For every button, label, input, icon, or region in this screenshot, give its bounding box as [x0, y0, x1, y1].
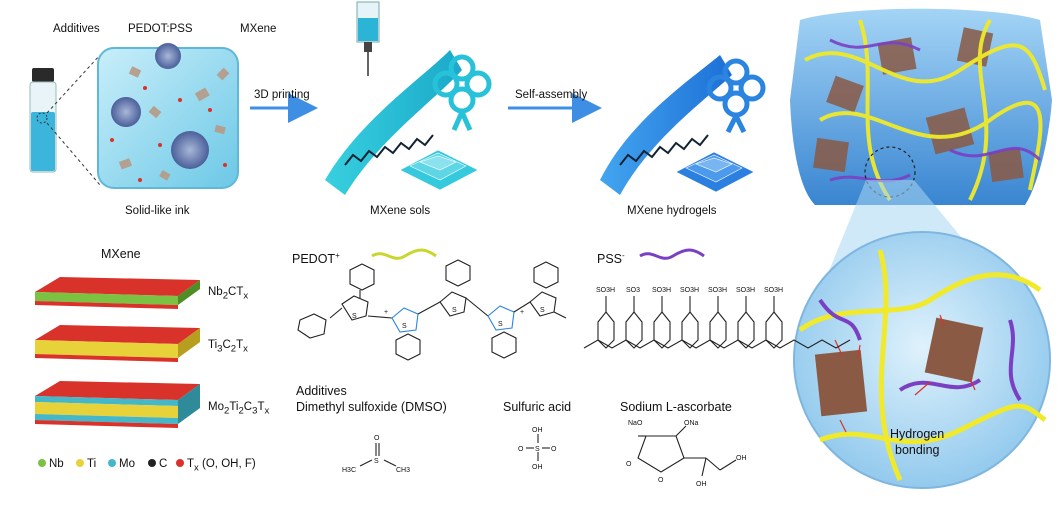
legend-ti: Ti: [87, 458, 97, 470]
svg-text:OH: OH: [736, 455, 747, 462]
svg-text:O: O: [551, 446, 557, 453]
svg-text:SO3: SO3: [626, 287, 640, 294]
mxene-panel-title: MXene: [101, 247, 141, 261]
svg-text:NaO: NaO: [628, 420, 643, 427]
svg-text:SO3H: SO3H: [596, 287, 615, 294]
additive-ascorbate-name: Sodium L-ascorbate: [620, 400, 732, 414]
legend-nb: Nb: [49, 458, 64, 470]
svg-text:O: O: [374, 435, 380, 442]
svg-text:SO3H: SO3H: [736, 287, 755, 294]
dmso-structure: O S H3C CH3: [342, 435, 410, 474]
solid-ink-label: Solid-like ink: [125, 205, 190, 217]
sulfuric-acid-structure: OH O S O OH: [518, 427, 557, 471]
pss-sulfonate-labels: SO3H SO3 SO3H SO3H SO3H SO3H SO3H: [596, 287, 783, 294]
svg-text:SO3H: SO3H: [708, 287, 727, 294]
svg-text:O: O: [658, 477, 664, 484]
svg-text:OH: OH: [532, 464, 543, 471]
additive-sulfuric-name: Sulfuric acid: [503, 400, 572, 414]
mxene-ink-label: MXene: [240, 23, 277, 35]
hydrogels-label: MXene hydrogels: [627, 205, 717, 217]
svg-text:OH: OH: [696, 481, 707, 488]
svg-text:S: S: [402, 323, 407, 330]
legend-mo: Mo: [119, 458, 135, 470]
pedot-label: PEDOT+: [292, 251, 340, 267]
mxene-layer-ti3c2tx: [35, 325, 200, 362]
mxene-sol-pyramid: [399, 149, 479, 191]
hydrogel-network-block: [790, 8, 1052, 205]
svg-text:SO3H: SO3H: [652, 287, 671, 294]
formula-mo2ti2c3tx: Mo2Ti2C3Tx: [208, 401, 270, 417]
svg-text:S: S: [374, 458, 379, 465]
hydrogen-bonding-line2: bonding: [895, 443, 940, 457]
mxene-layer-nb2ctx: [35, 277, 200, 309]
svg-text:S: S: [498, 321, 503, 328]
additive-dmso-name: Dimethyl sulfoxide (DMSO): [296, 400, 447, 414]
legend-tx: Tx (O, OH, F): [187, 458, 256, 474]
pedot-legend-line: [371, 248, 437, 260]
formula-nb2ctx: Nb2CTx: [208, 286, 249, 302]
mxene-hydrogel-strip: [600, 55, 732, 195]
syringe: [356, 1, 380, 76]
svg-text:ONa: ONa: [684, 420, 699, 427]
pedot-structure: [297, 259, 567, 361]
mxene-hydrogel-pyramid: [675, 151, 755, 193]
mxene-sol-strip: [325, 50, 462, 195]
svg-text:OH: OH: [532, 427, 543, 434]
additives-label: Additives: [53, 23, 100, 35]
hydrogen-bonding-bubble: [793, 231, 1051, 489]
self-assembly-label: Self-assembly: [515, 89, 588, 101]
svg-text:+: +: [384, 309, 388, 316]
svg-text:O: O: [626, 461, 632, 468]
svg-text:H3C: H3C: [342, 467, 356, 474]
printing-label: 3D printing: [254, 89, 310, 101]
svg-text:S: S: [352, 313, 357, 320]
ink-cube: [97, 43, 239, 189]
ink-vial: [29, 68, 57, 173]
additives-heading: Additives: [296, 384, 347, 398]
element-legend-balls: [38, 459, 184, 467]
sols-label: MXene sols: [370, 205, 431, 217]
svg-text:+: +: [520, 309, 524, 316]
pss-structure: [583, 296, 851, 349]
formula-ti3c2tx: Ti3C2Tx: [208, 339, 248, 355]
pedot-pss-label: PEDOT:PSS: [128, 23, 193, 35]
pss-legend-line: [639, 248, 705, 260]
mxene-hydrogel-knot: [706, 58, 766, 134]
svg-text:CH3: CH3: [396, 467, 410, 474]
svg-text:S: S: [535, 446, 540, 453]
hydrogen-bonding-line1: Hydrogen: [890, 427, 945, 441]
pedot-atoms: S S S S S + +: [352, 307, 545, 330]
mxene-sol-knot: [432, 54, 492, 132]
pss-label: PSS-: [597, 251, 625, 267]
svg-text:S: S: [540, 307, 545, 314]
mxene-layer-mo2ti2c3tx: [35, 381, 200, 428]
legend-c: C: [159, 458, 168, 470]
svg-text:S: S: [452, 307, 457, 314]
svg-text:O: O: [518, 446, 524, 453]
sodium-ascorbate-structure: NaO ONa O O OH OH: [626, 420, 747, 488]
svg-text:SO3H: SO3H: [680, 287, 699, 294]
svg-text:SO3H: SO3H: [764, 287, 783, 294]
